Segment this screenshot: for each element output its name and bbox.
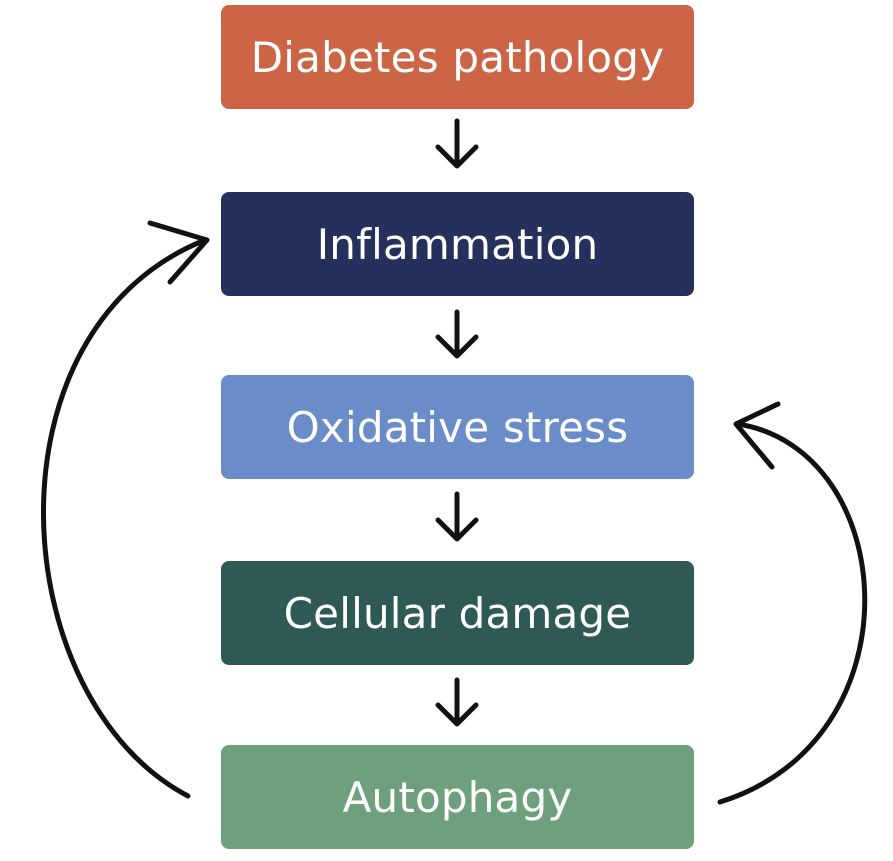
node-autophagy: Autophagy (221, 745, 694, 849)
node-label: Inflammation (316, 219, 599, 269)
node-label: Oxidative stress (286, 402, 629, 452)
node-diabetes-pathology: Diabetes pathology (221, 5, 694, 109)
arrow-inflammation-to-oxidative (435, 309, 479, 359)
node-label: Diabetes pathology (250, 32, 665, 82)
node-label: Cellular damage (283, 588, 632, 638)
arrow-diabetes-to-inflammation (435, 118, 479, 169)
arrow-oxidative-to-cellular (435, 491, 479, 542)
node-oxidative-stress: Oxidative stress (221, 375, 694, 479)
node-cellular-damage: Cellular damage (221, 561, 694, 665)
loop-arrow-autophagy-to-oxidative (717, 401, 868, 805)
node-inflammation: Inflammation (221, 192, 694, 296)
arrow-cellular-to-autophagy (435, 677, 479, 727)
node-label: Autophagy (342, 772, 573, 822)
loop-arrow-autophagy-to-inflammation (41, 220, 210, 799)
